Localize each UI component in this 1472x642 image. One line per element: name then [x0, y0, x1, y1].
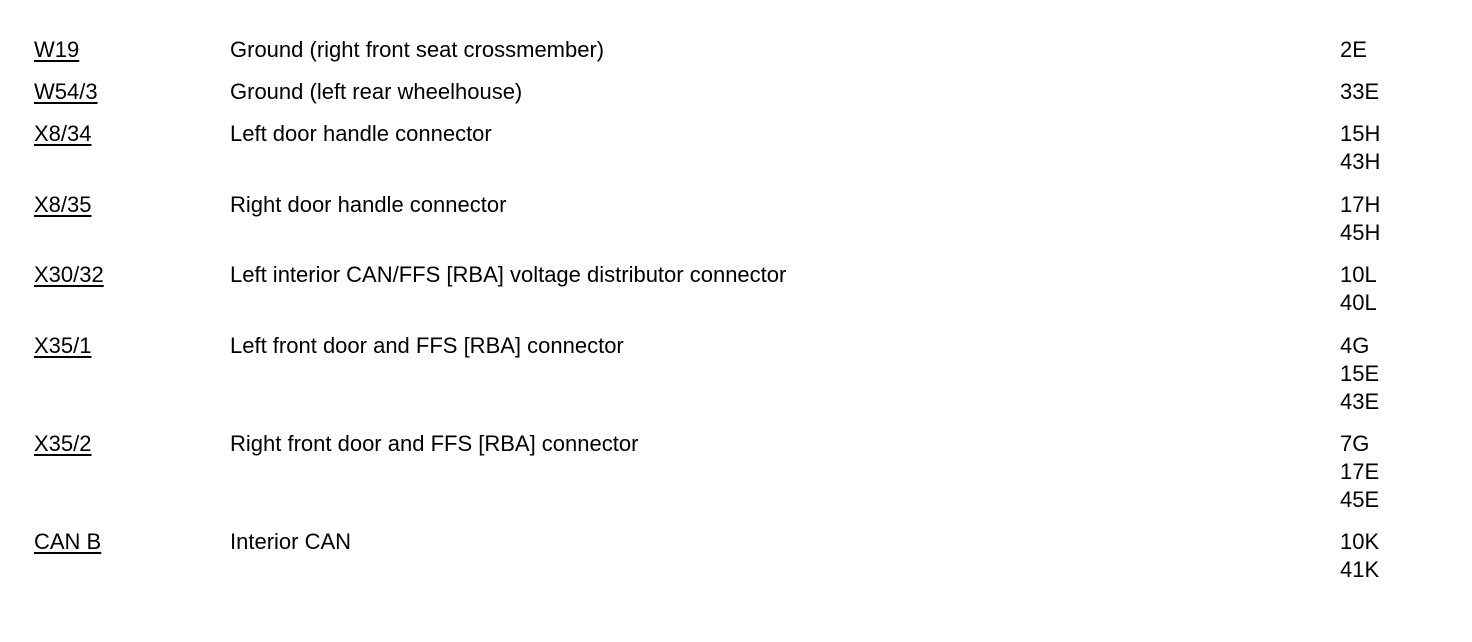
grid-reference: 45H — [1340, 220, 1381, 245]
grid-reference-list: 10K 41K — [1340, 528, 1379, 584]
legend-row: X35/2 Right front door and FFS [RBA] con… — [34, 430, 1434, 528]
component-code-link[interactable]: X8/34 — [34, 121, 92, 146]
legend-row: X35/1 Left front door and FFS [RBA] conn… — [34, 332, 1434, 430]
grid-reference: 40L — [1340, 290, 1377, 315]
grid-reference-list: 4G 15E 43E — [1340, 332, 1379, 416]
component-description: Left interior CAN/FFS [RBA] voltage dist… — [230, 262, 787, 287]
component-description: Ground (left rear wheelhouse) — [230, 79, 523, 104]
legend-row: X8/34 Left door handle connector 15H 43H — [34, 120, 1434, 191]
grid-reference: 2E — [1340, 37, 1367, 62]
component-description: Ground (right front seat crossmember) — [230, 37, 605, 62]
grid-reference: 41K — [1340, 557, 1380, 582]
component-description: Left door handle connector — [230, 121, 492, 146]
component-legend-table: W19 Ground (right front seat crossmember… — [34, 36, 1434, 584]
grid-reference: 17E — [1340, 459, 1380, 484]
component-code-link[interactable]: X35/2 — [34, 431, 92, 456]
legend-row: X30/32 Left interior CAN/FFS [RBA] volta… — [34, 261, 1434, 332]
grid-reference-list: 7G 17E 45E — [1340, 430, 1379, 514]
component-description: Interior CAN — [230, 529, 352, 554]
legend-row: CAN B Interior CAN 10K 41K — [34, 528, 1434, 584]
grid-reference: 10L — [1340, 262, 1377, 287]
grid-reference: 43H — [1340, 149, 1381, 174]
grid-reference-list: 2E — [1340, 36, 1367, 64]
grid-reference-list: 33E — [1340, 78, 1379, 106]
grid-reference: 15E — [1340, 361, 1380, 386]
component-description: Right front door and FFS [RBA] connector — [230, 431, 639, 456]
grid-reference: 4G — [1340, 333, 1370, 358]
legend-row: X8/35 Right door handle connector 17H 45… — [34, 191, 1434, 261]
grid-reference-list: 10L 40L — [1340, 261, 1377, 317]
grid-reference: 7G — [1340, 431, 1370, 456]
grid-reference: 10K — [1340, 529, 1380, 554]
grid-reference-list: 17H 45H — [1340, 191, 1380, 247]
grid-reference: 17H — [1340, 192, 1381, 217]
component-code-link[interactable]: W19 — [34, 37, 80, 62]
grid-reference: 43E — [1340, 389, 1380, 414]
grid-reference: 45E — [1340, 487, 1380, 512]
grid-reference-list: 15H 43H — [1340, 120, 1380, 176]
component-code-link[interactable]: CAN B — [34, 529, 102, 554]
component-code-link[interactable]: X30/32 — [34, 262, 104, 287]
grid-reference: 33E — [1340, 79, 1380, 104]
component-code-link[interactable]: X35/1 — [34, 333, 92, 358]
component-description: Right door handle connector — [230, 192, 507, 217]
component-code-link[interactable]: W54/3 — [34, 79, 98, 104]
grid-reference: 15H — [1340, 121, 1381, 146]
component-description: Left front door and FFS [RBA] connector — [230, 333, 624, 358]
component-code-link[interactable]: X8/35 — [34, 192, 92, 217]
legend-row: W54/3 Ground (left rear wheelhouse) 33E — [34, 78, 1434, 120]
legend-row: W19 Ground (right front seat crossmember… — [34, 36, 1434, 78]
